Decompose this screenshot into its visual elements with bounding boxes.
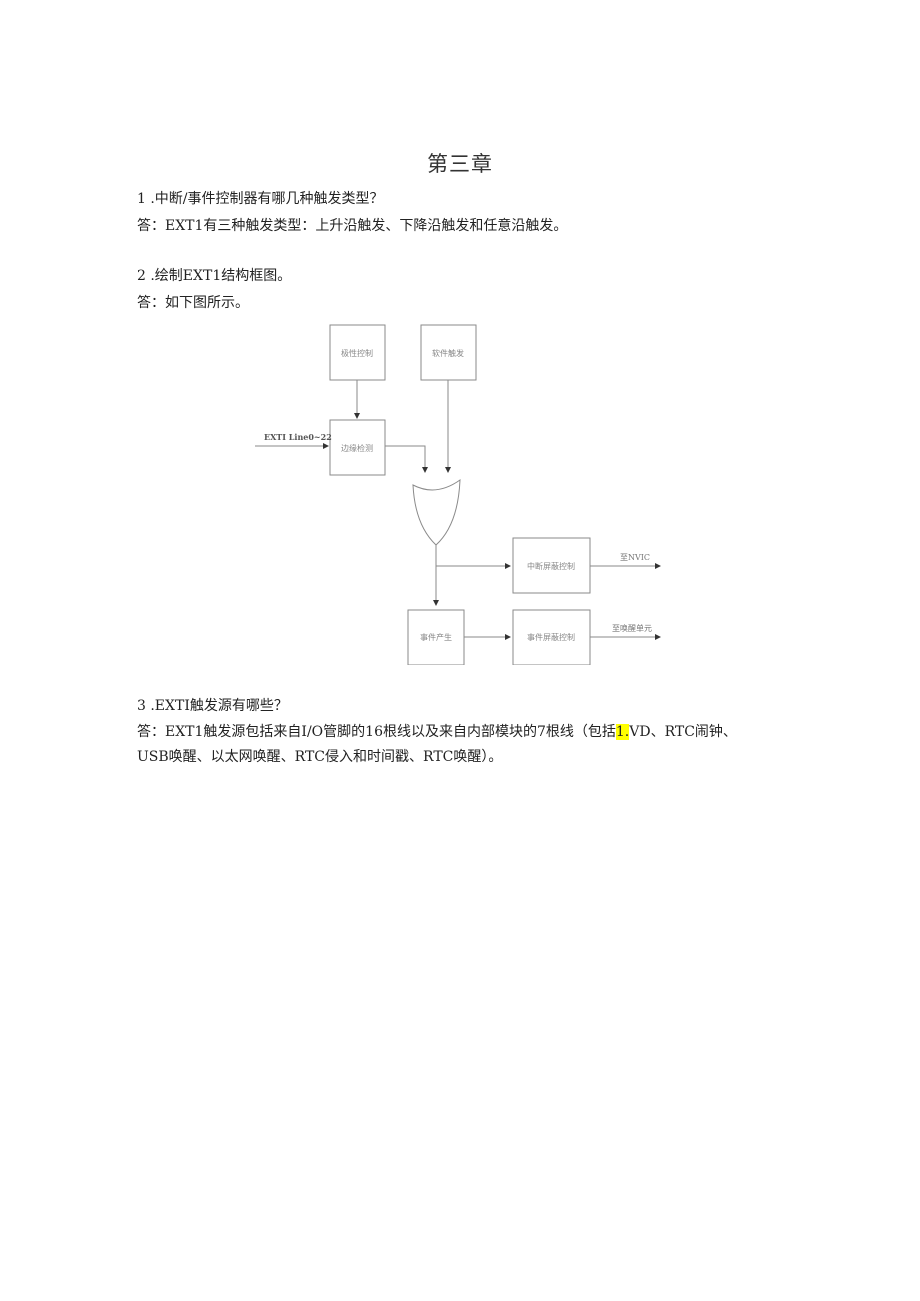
answer-3-text-before: 答：EXT1触发源包括来自I/O管脚的16根线以及来自内部模块的7根线（包括: [137, 724, 616, 740]
to-wakeup-label: 至唤醒单元: [612, 623, 652, 633]
answer-2: 答：如下图所示。: [137, 295, 249, 311]
answer-3-line-1: 答：EXT1触发源包括来自I/O管脚的16根线以及来自内部模块的7根线（包括1.…: [137, 723, 737, 741]
event-generate-label: 事件产生: [420, 632, 452, 642]
question-3: 3 .EXTI触发源有哪些？: [137, 698, 288, 714]
software-trigger-label: 软件触发: [432, 348, 464, 358]
or-gate: [412, 479, 461, 546]
answer-3-text-after: VD、RTC闹钟、: [629, 724, 737, 740]
to-nvic-label: 至NVIC: [620, 553, 650, 562]
answer-3-line-2: USB唤醒、以太网唤醒、RTC侵入和时间戳、RTC唤醒）。: [137, 749, 503, 765]
interrupt-mask-label: 中断屏蔽控制: [527, 561, 575, 571]
edge-detect-box: [329, 419, 386, 476]
question-2: 2 .绘制EXT1结构框图。: [137, 268, 292, 284]
input-line-label: EXTI Line0~22: [264, 432, 332, 442]
highlighted-text: 1.: [615, 724, 630, 740]
question-1: 1 .中断/事件控制器有哪几种触发类型？: [137, 191, 384, 207]
event-mask-label: 事件屏蔽控制: [527, 632, 575, 642]
edge-detect-label: 边缘检测: [341, 443, 373, 453]
answer-1: 答：EXT1有三种触发类型：上升沿触发、下降沿触发和任意沿触发。: [137, 218, 568, 234]
chapter-title: 第三章: [427, 152, 493, 176]
polarity-control-label: 极性控制: [341, 348, 373, 358]
exti-block-diagram: 极性控制 软件触发 边缘检测 EXTI Line0~22 中断屏蔽控制 至NVI…: [250, 320, 690, 665]
